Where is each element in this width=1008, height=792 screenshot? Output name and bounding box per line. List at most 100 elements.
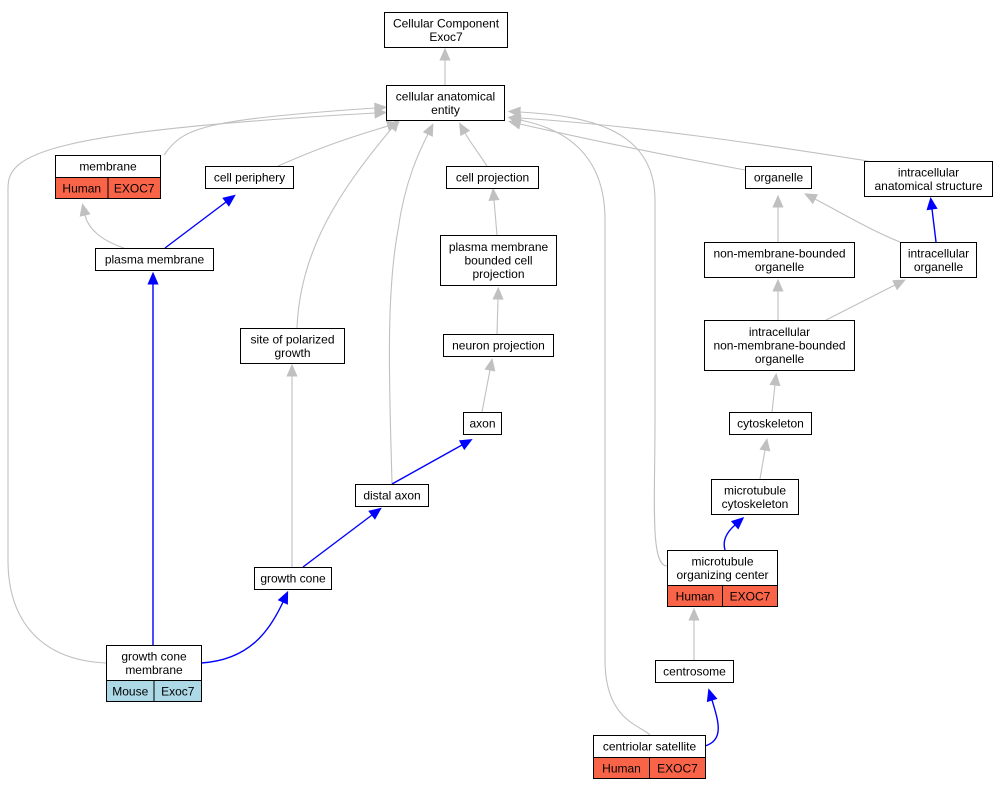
is-a-arrowhead: [772, 278, 784, 292]
is-a-arrowhead: [492, 286, 504, 300]
node-box: [729, 412, 812, 435]
species-label: Mouse: [112, 685, 148, 699]
is-a-arrowhead: [804, 193, 818, 205]
edge-cellperiphery-to-cae: [277, 120, 400, 167]
node-label-line: cellular anatomical: [396, 89, 495, 103]
node-label-line: growth cone: [121, 649, 187, 663]
is-a-edge-line: [388, 133, 429, 485]
edge-gcm-to-plasmamembrane: [147, 271, 159, 645]
node-box: [240, 328, 345, 364]
node-box: [446, 166, 539, 189]
is-a-edge-line: [825, 284, 896, 321]
node-label-line: plasma membrane: [105, 253, 205, 267]
node-centrosome[interactable]: centrosome: [655, 660, 734, 683]
edge-distalaxon-to-axon: [391, 438, 473, 485]
node-label-line: intracellular: [749, 325, 810, 339]
node-box: [704, 320, 855, 371]
node-label-line: non-membrane-bounded: [713, 246, 845, 260]
is-a-edge-line: [84, 214, 125, 249]
node-growthcone[interactable]: growth cone: [254, 567, 332, 590]
node-label-line: axon: [469, 417, 495, 431]
node-label-line: intracellular: [908, 246, 969, 260]
node-label-line: Cellular Component: [393, 16, 500, 30]
node-label-line: organelle: [755, 260, 805, 274]
is-a-arrowhead: [422, 123, 434, 137]
node-label-line: neuron projection: [452, 339, 545, 353]
edge-growthcone-to-sopg: [286, 363, 298, 567]
node-label-line: growth cone: [260, 572, 326, 586]
part-of-arrowhead: [926, 196, 938, 211]
node-neuronproj[interactable]: neuron projection: [443, 334, 554, 357]
edge-plasmamembrane-to-cellperiphery: [164, 194, 236, 249]
is-a-arrowhead: [772, 194, 784, 208]
part-of-edge-line: [391, 444, 463, 485]
node-box: [205, 166, 294, 189]
edge-ias-to-cae: [507, 112, 869, 162]
node-inmbo[interactable]: intracellularnon-membrane-boundedorganel…: [704, 320, 855, 371]
node-label-line: distal axon: [363, 489, 420, 503]
edge-mtoc-to-cae: [507, 106, 668, 567]
is-a-edge-line: [519, 111, 668, 567]
edge-centsat-to-cae: [507, 114, 651, 736]
edge-membrane-to-cae: [163, 102, 388, 156]
species-label: Human: [602, 762, 641, 776]
node-label-line: centriolar satellite: [603, 740, 697, 754]
node-organelle[interactable]: organelle: [745, 166, 812, 189]
node-distalaxon[interactable]: distal axon: [355, 484, 429, 507]
node-label-line: projection: [472, 267, 524, 281]
edge-plasmamembrane-to-membrane: [79, 203, 125, 249]
node-box: [745, 166, 812, 189]
node-box: [667, 550, 778, 586]
gene-cell: [107, 177, 161, 199]
is-a-arrowhead: [79, 203, 91, 217]
part-of-edge-line: [200, 601, 284, 664]
node-box: [386, 85, 505, 121]
edge-pmbcp-to-cellprojection: [488, 187, 500, 236]
is-a-arrowhead: [759, 437, 771, 452]
edge-axon-to-neuronproj: [481, 357, 496, 413]
edge-cytoskeleton-to-inmbo: [769, 372, 781, 413]
node-label-line: organelle: [754, 171, 804, 185]
gene-cell: [153, 680, 202, 702]
node-cellperiphery[interactable]: cell periphery: [205, 166, 294, 189]
node-box: [106, 645, 202, 681]
node-label-line: cytoskeleton: [737, 417, 804, 431]
node-plasmamembrane[interactable]: plasma membrane: [95, 248, 214, 271]
node-label-line: intracellular: [898, 165, 959, 179]
is-a-arrowhead: [374, 107, 388, 119]
node-box: [900, 242, 977, 278]
node-cellprojection[interactable]: cell projection: [446, 166, 539, 189]
node-label-line: cell projection: [456, 171, 529, 185]
part-of-edge-line: [164, 201, 227, 249]
node-cytoskeleton[interactable]: cytoskeleton: [729, 412, 812, 435]
is-a-edge-line: [7, 112, 376, 664]
node-label-line: membrane: [125, 663, 183, 677]
is-a-edge-line: [464, 132, 488, 167]
node-label-line: bounded cell: [464, 254, 532, 268]
node-label-line: organizing center: [676, 568, 768, 582]
is-a-arrowhead: [484, 357, 496, 372]
node-box: [355, 484, 429, 507]
edge-neuronproj-to-pmbcp: [492, 286, 504, 335]
part-of-arrowhead: [147, 271, 159, 285]
edge-centsat-to-centrosome: [704, 688, 719, 747]
edge-inmbo-to-nmbo: [772, 278, 784, 320]
node-axon[interactable]: axon: [463, 412, 502, 435]
node-label-line: organelle: [755, 352, 805, 366]
gene-label: EXOC7: [730, 590, 771, 604]
node-box: [254, 567, 332, 590]
is-a-arrowhead: [439, 47, 451, 61]
